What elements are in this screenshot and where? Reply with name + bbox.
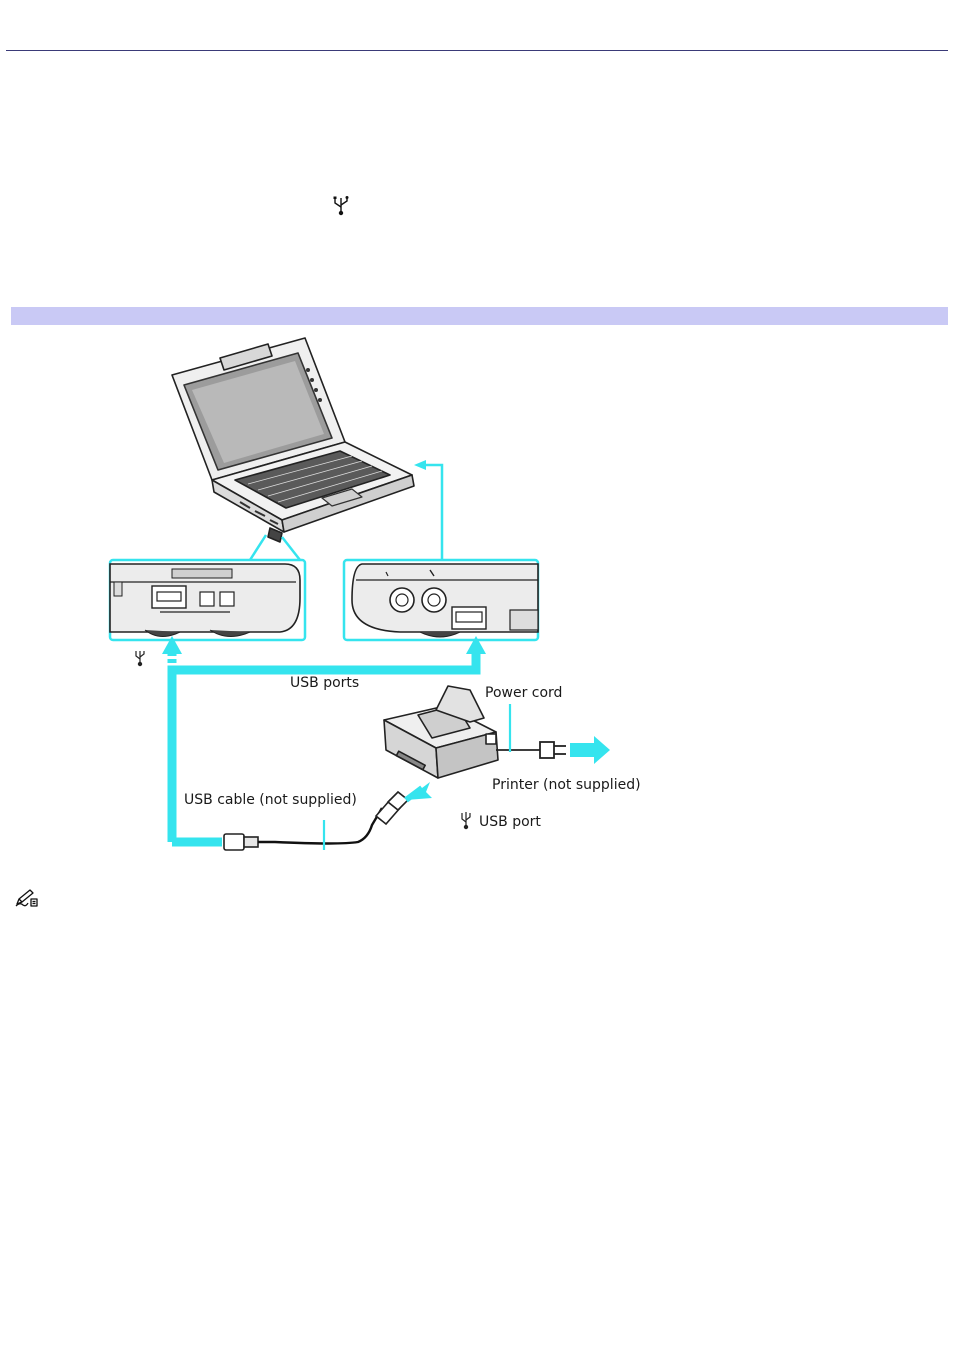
label-usb-ports: USB ports (290, 675, 359, 691)
label-printer: Printer (not supplied) (492, 777, 641, 793)
left-port-callout (110, 535, 305, 640)
label-usb-cable: USB cable (not supplied) (184, 792, 357, 808)
printer-illustration (384, 686, 498, 778)
usb-printer-connection-diagram: USB ports Power cord Printer (not suppli… (100, 330, 660, 860)
note-pencil-icon (14, 888, 40, 908)
power-arrow-right (570, 736, 610, 764)
usb-port-icon-printer (462, 812, 470, 829)
usb-port-icon-left (136, 651, 144, 666)
label-power-cord: Power cord (485, 685, 562, 701)
power-cord (496, 704, 566, 758)
section-header-bar (11, 307, 948, 325)
laptop-illustration (172, 338, 414, 542)
usb-icon (331, 195, 351, 217)
top-divider (6, 50, 948, 51)
label-usb-port: USB port (479, 814, 541, 830)
